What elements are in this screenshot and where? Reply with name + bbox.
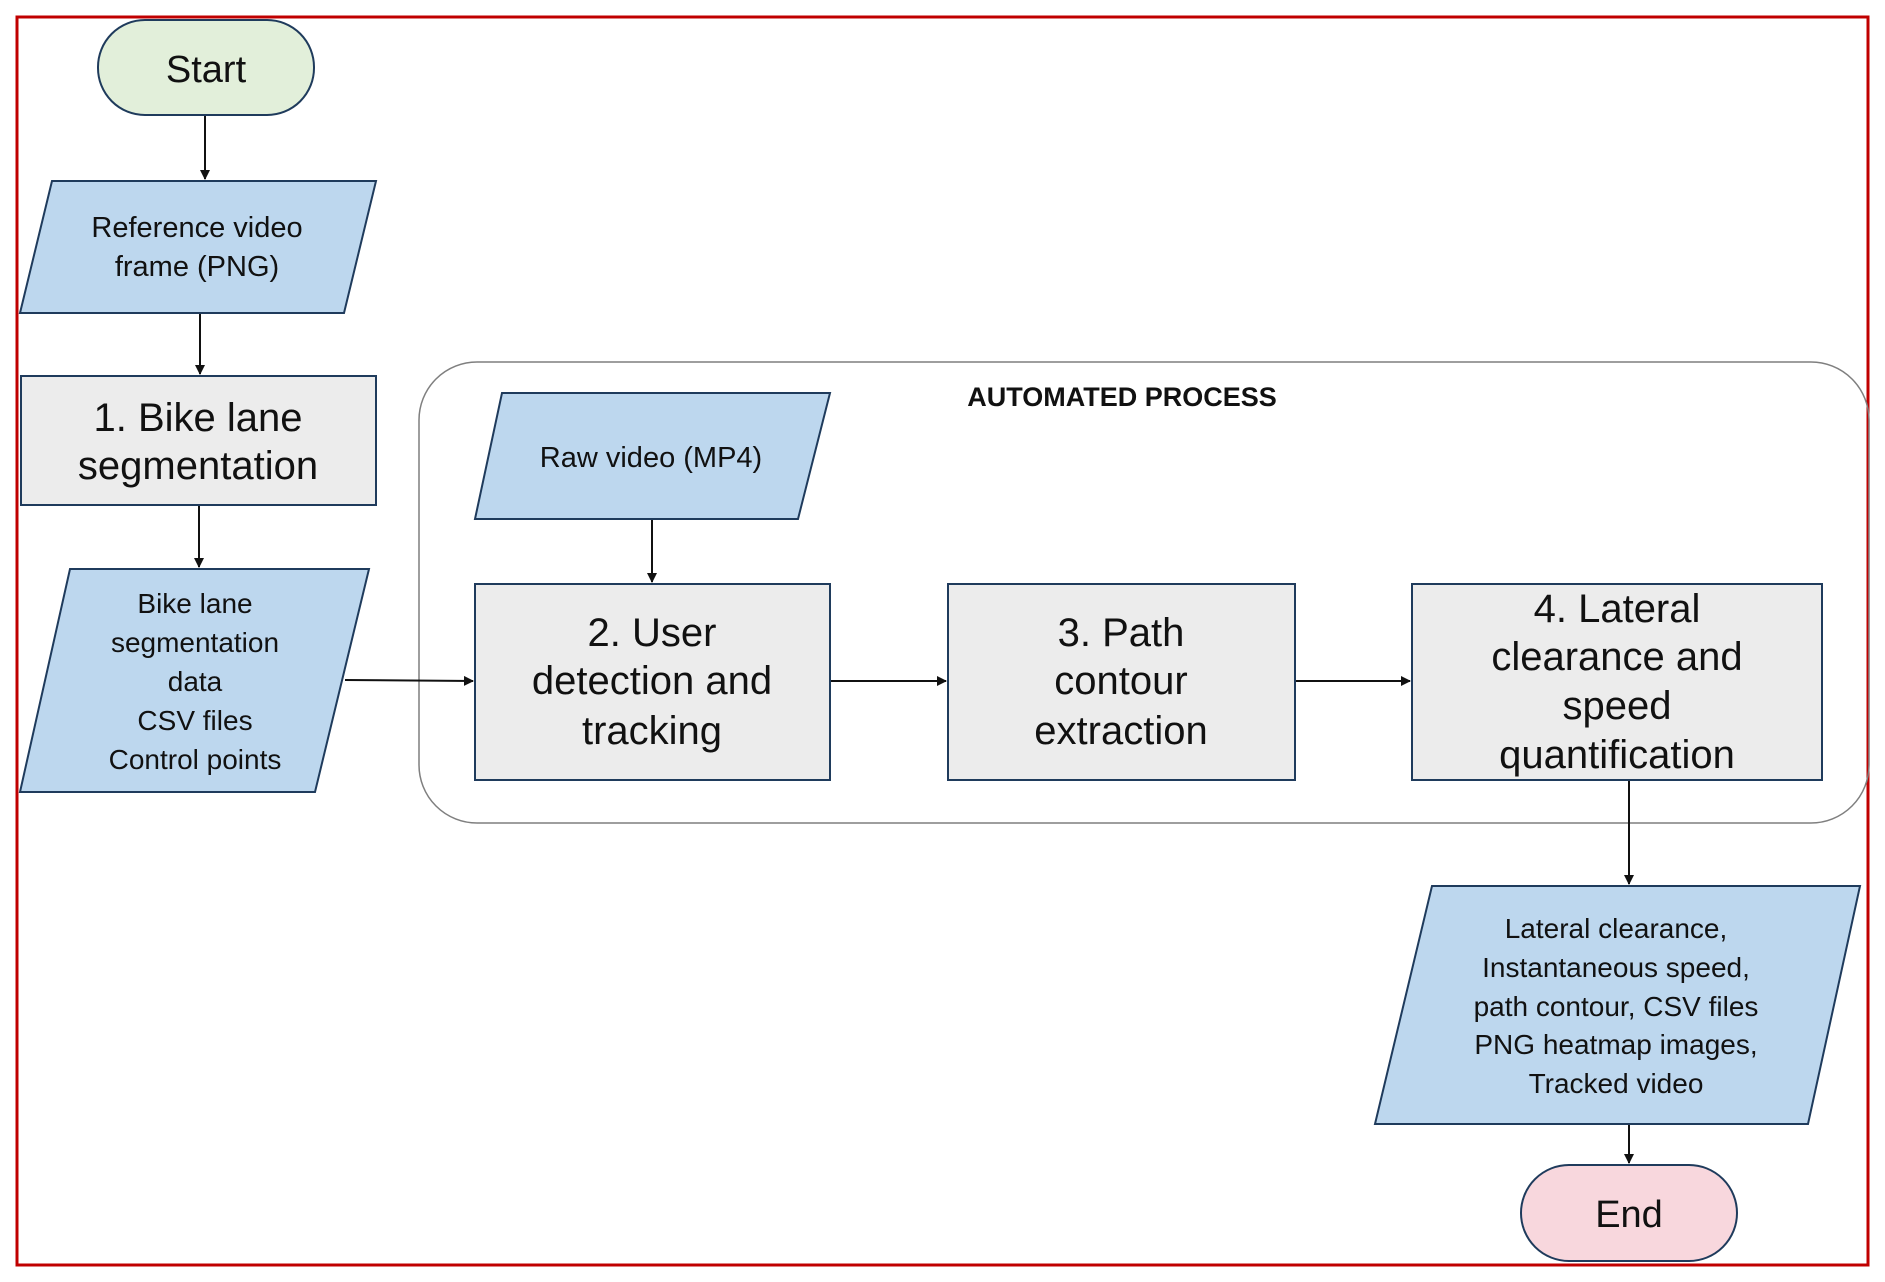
raw-video-input: Raw video (MP4) [473, 392, 832, 520]
segmentation-data-line-5: Control points [109, 744, 282, 775]
step-3-line-3: extraction [1034, 709, 1207, 753]
segmentation-data-line-2: segmentation [111, 627, 279, 658]
step-2-line-1: 2. User [588, 611, 717, 655]
automated-process-group [418, 361, 1870, 824]
segmentation-data-output: Bike lane segmentation data CSV files Co… [18, 568, 371, 793]
reference-frame-line-1: Reference video [91, 212, 302, 244]
step-2-line-3: tracking [582, 709, 722, 753]
step-2-line-2: detection and [532, 659, 772, 703]
outputs-line-1: Lateral clearance, [1505, 913, 1728, 944]
arrow-segmentation-data-to-step-2 [344, 675, 474, 686]
step-1-line-1: 1. Bike lane [93, 396, 302, 440]
outputs-line-3: path contour, CSV files [1474, 991, 1759, 1022]
reference-frame-input: Reference video frame (PNG) [18, 180, 378, 314]
start-label: Start [166, 49, 247, 91]
raw-video-label: Raw video (MP4) [540, 442, 762, 474]
reference-frame-line-2: frame (PNG) [115, 251, 279, 283]
step-3-line-1: 3. Path [1058, 611, 1185, 655]
final-outputs: Lateral clearance, Instantaneous speed, … [1373, 885, 1862, 1125]
outputs-line-2: Instantaneous speed, [1482, 952, 1750, 983]
outputs-line-4: PNG heatmap images, [1474, 1029, 1757, 1060]
step-2-process: 2. User detection and tracking [474, 583, 831, 781]
step-3-line-2: contour [1054, 659, 1187, 703]
step-3-process: 3. Path contour extraction [947, 583, 1296, 781]
step-1-line-2: segmentation [78, 444, 318, 488]
outputs-line-5: Tracked video [1529, 1068, 1704, 1099]
step-4-line-4: quantification [1499, 733, 1735, 777]
automated-process-label: AUTOMATED PROCESS [967, 382, 1277, 412]
end-terminator: End [1520, 1164, 1738, 1262]
step-4-process: 4. Lateral clearance and speed quantific… [1411, 583, 1823, 781]
segmentation-data-line-1: Bike lane [137, 588, 252, 619]
end-label: End [1595, 1194, 1663, 1236]
step-1-process: 1. Bike lane segmentation [20, 375, 377, 506]
segmentation-data-line-3: data [168, 666, 223, 697]
step-4-line-1: 4. Lateral [1534, 587, 1701, 631]
step-4-line-3: speed [1563, 684, 1672, 728]
segmentation-data-line-4: CSV files [137, 705, 252, 736]
outer-frame [15, 15, 1870, 1267]
start-terminator: Start [97, 19, 315, 116]
step-4-line-2: clearance and [1491, 635, 1742, 679]
